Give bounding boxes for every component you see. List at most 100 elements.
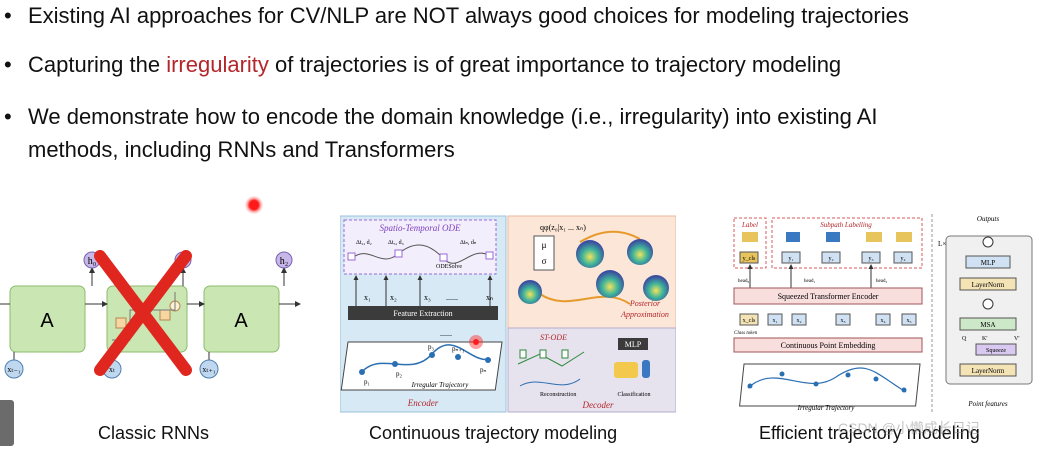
- x-label: x₂: [796, 318, 801, 324]
- trajectory-point: [748, 384, 753, 389]
- x-label: x₅: [906, 318, 911, 324]
- laser-core: [473, 339, 479, 345]
- squeeze-label: Squeeze: [986, 348, 1006, 354]
- y-label: y₂: [828, 256, 833, 262]
- decoder-label: Decoder: [582, 400, 614, 410]
- delta-label: Δtₙ, dₙ: [460, 240, 477, 246]
- csdn-watermark: CSDN @小懒成长日记: [838, 418, 980, 438]
- rnn-h-label: h₂: [280, 256, 289, 267]
- y-label: y₁: [788, 256, 793, 262]
- classification-label: Classification: [618, 391, 651, 398]
- vehicle-icon: [742, 232, 758, 242]
- trajectory-point: [814, 382, 819, 387]
- ode-state: [440, 254, 447, 261]
- add-node: [983, 299, 993, 309]
- class-token-label: Class token: [734, 331, 758, 336]
- x-label: x₃: [840, 318, 845, 324]
- trajectory-point: [846, 373, 851, 378]
- trajectory-point: [874, 377, 879, 382]
- y-label: y₄: [900, 256, 905, 262]
- x-label: x₃: [424, 293, 431, 302]
- highlight-irregularity: irregularity: [166, 52, 269, 77]
- laser-pointer-dot: [245, 196, 263, 214]
- bullet-3-line1: We demonstrate how to encode the domain …: [28, 101, 878, 133]
- squeezed-encoder-label: Squeezed Transformer Encoder: [778, 292, 879, 301]
- lx-label: L×: [938, 240, 946, 248]
- bullet-marker: •: [4, 49, 12, 81]
- decoder-state: [520, 350, 526, 358]
- ellipsis: ......: [440, 329, 452, 338]
- trajectory-point: [392, 361, 398, 367]
- rnn-x-label: xₜ₋₁: [7, 365, 21, 374]
- rnn-cell-label: A: [40, 310, 54, 332]
- add-node: [983, 237, 993, 247]
- vehicle-icon: [896, 232, 912, 242]
- latent-distribution: [643, 275, 669, 301]
- rnn-figure: A A h₀ hₜ h₂ xₜ₋₁ xₜ xₜ₊₁: [0, 248, 310, 388]
- point-label: pₙ₊₁: [452, 345, 464, 353]
- irregular-trajectory-label: Irregular Trajectory: [797, 404, 856, 412]
- encoder-label: Encoder: [407, 398, 439, 408]
- posterior-label: Posterior: [629, 299, 661, 308]
- trajectory-panel: [740, 364, 920, 406]
- point-label: pₙ: [480, 366, 487, 374]
- bike-icon: [786, 232, 800, 242]
- label-title: Label: [741, 221, 758, 229]
- layernorm-label: LayerNorm: [972, 281, 1005, 289]
- decoder-state: [562, 350, 568, 358]
- trajectory-point: [359, 369, 365, 375]
- layernorm-label: LayerNorm: [972, 367, 1005, 375]
- head-label: head₁: [804, 279, 815, 284]
- st-ode-title: Spatio-Temporal ODE: [380, 223, 461, 233]
- bike-icon: [826, 232, 840, 242]
- x-label: x₄: [880, 318, 885, 324]
- latent-distribution: [596, 270, 624, 298]
- st-ode-label: ST-ODE: [540, 333, 567, 342]
- point-label: p₂: [396, 370, 403, 378]
- q-label: Q: [962, 336, 967, 342]
- rnn-gate: [160, 310, 170, 320]
- x-cls-label: x_cls: [743, 318, 756, 324]
- bullet-1-text: Existing AI approaches for CV/NLP are NO…: [28, 0, 909, 32]
- point-label: p₃: [428, 343, 435, 351]
- left-edge-tab[interactable]: [0, 400, 14, 446]
- bullet-marker: •: [4, 0, 12, 32]
- latent-distribution: [627, 239, 653, 265]
- latent-distribution: [576, 240, 604, 268]
- caption-continuous-trajectory: Continuous trajectory modeling: [369, 423, 617, 444]
- point-embedding-label: Continuous Point Embedding: [781, 341, 876, 350]
- feature-extraction-label: Feature Extraction: [393, 309, 452, 318]
- caption-classic-rnns: Classic RNNs: [98, 423, 209, 444]
- ode-state: [395, 250, 402, 257]
- posterior-formula: qφ(z₀|x₁ ... xₙ): [540, 223, 586, 232]
- decoder-state: [540, 350, 546, 358]
- outputs-label: Outputs: [977, 215, 999, 223]
- trajectory-point: [485, 357, 491, 363]
- rnn-x-label: xₜ₊₁: [202, 365, 216, 374]
- bullet-2-after: of trajectories is of great importance t…: [269, 52, 841, 77]
- sigma-label: σ: [542, 256, 547, 266]
- delta-label: Δt₃, d₃: [388, 240, 404, 246]
- k-label: K': [982, 336, 987, 342]
- mu-label: μ: [542, 240, 547, 250]
- y-cls-label: y_cls: [743, 256, 756, 262]
- trajectory-point: [455, 354, 461, 360]
- y-label: y₃: [868, 256, 873, 262]
- x-label: x₂: [390, 293, 397, 302]
- head-label: head₀: [738, 279, 749, 284]
- bullet-2-text: Capturing the irregularity of trajectori…: [28, 49, 841, 81]
- v-label: V': [1014, 336, 1019, 342]
- vehicle-icon: [614, 362, 638, 378]
- msa-label: MSA: [980, 321, 995, 329]
- delta-label: Δt₂, d₂: [356, 240, 372, 246]
- x-label: x₁: [772, 318, 777, 324]
- mlp-label: MLP: [981, 259, 996, 267]
- bullet-marker: •: [4, 101, 12, 133]
- mlp-label: MLP: [625, 340, 642, 349]
- approximation-label: Approximation: [620, 310, 669, 319]
- trajectory-point: [902, 388, 907, 393]
- continuous-trajectory-figure: Spatio-Temporal ODE Δt₂, d₂ Δt₃, d₃ Δtₙ,…: [340, 214, 676, 414]
- reconstruction-label: Reconstruction: [540, 392, 576, 398]
- head-label: head₂: [876, 279, 887, 284]
- point-features-label: Point features: [967, 400, 1007, 408]
